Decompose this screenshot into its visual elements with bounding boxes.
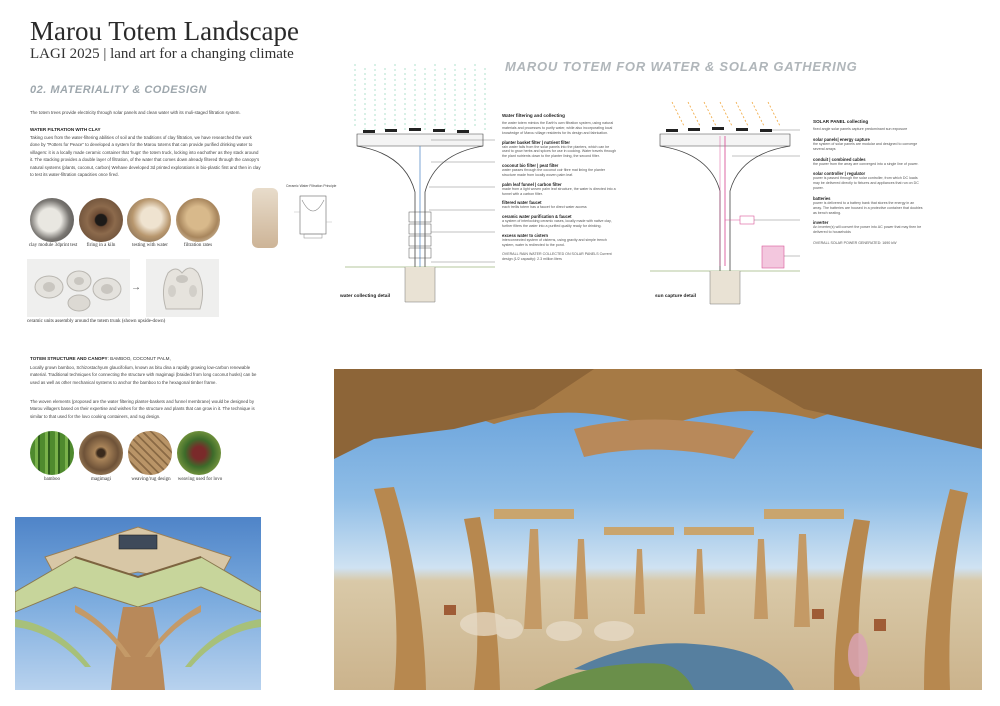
clay-caption-1: clay module 3dprint test bbox=[28, 243, 78, 248]
structure-body-1: Locally grown bamboo, Schizostachyum gla… bbox=[30, 365, 257, 385]
clay-caption-4: filtration rates bbox=[183, 243, 213, 248]
water-note-item-1: planter basket filter | nutrient filter … bbox=[502, 140, 617, 160]
ceramic-caption: ceramic units assembly around the totem … bbox=[27, 319, 166, 324]
solar-note-item-2: conduit | combined cables the power from… bbox=[813, 157, 923, 167]
clay-photo-row: clay module 3dprint test firing in a kil… bbox=[29, 198, 225, 253]
filter-diagram-label: Ceramic Water Filtration Principle bbox=[286, 184, 337, 188]
clay-caption-3: testing with water bbox=[132, 243, 168, 248]
board-subtitle: LAGI 2025 | land art for a changing clim… bbox=[30, 46, 294, 62]
solar-notes: SOLAR PANEL collecting fixed angle solar… bbox=[813, 119, 923, 246]
solar-note-item-5: inverter An inverter(s) will convert the… bbox=[813, 220, 923, 235]
weaving-rug-photo bbox=[128, 431, 172, 475]
water-note-heading-1: planter basket filter | nutrient filter bbox=[502, 139, 570, 145]
water-note-text-3: made from a light woven palm leaf struct… bbox=[502, 186, 616, 196]
material-caption-2: magimagi bbox=[91, 477, 111, 482]
solar-note-heading-1: solar panels| energy capture bbox=[813, 136, 870, 142]
clay-vessel-photo bbox=[252, 188, 278, 248]
solar-note-heading-3: solar controller | regulator bbox=[813, 171, 866, 177]
material-caption-3: weaving/rug design bbox=[131, 477, 171, 482]
water-note-item-2: coconut bio filter | peat filter water p… bbox=[502, 163, 617, 178]
sun-detail-label: sun capture detail bbox=[655, 294, 697, 299]
water-notes-intro: the water totem mimics the Earth's own f… bbox=[502, 121, 614, 135]
water-note-item-5: ceramic water purification & faucet a sy… bbox=[502, 214, 617, 229]
water-collecting-diagram bbox=[345, 62, 495, 307]
arrow-right-icon: → bbox=[131, 282, 141, 293]
solar-notes-total: OVERALL SOLAR POWER GENERATED: 1690 kW bbox=[813, 241, 897, 246]
water-detail-label: water collecting detail bbox=[340, 294, 391, 299]
structure-heading-rest: : BAMBOO, COCONUT PALM, bbox=[107, 356, 171, 361]
clay-photo-4 bbox=[176, 198, 220, 242]
water-note-heading-5: ceramic water purification & faucet bbox=[502, 214, 572, 220]
filter-sketch bbox=[294, 195, 332, 239]
intro-text: The totem trees provide electricity thro… bbox=[30, 110, 241, 115]
water-note-heading-4: filtered water faucet bbox=[502, 200, 542, 206]
water-body: Taking cues from the water-filtering abi… bbox=[30, 135, 261, 178]
solar-note-heading-2: conduit | combined cables bbox=[813, 156, 866, 162]
water-note-text-2: water passes through the coconut coir fi… bbox=[502, 168, 606, 177]
solar-note-text-1: the system of solar panels are modular a… bbox=[813, 141, 918, 151]
clay-photo-2 bbox=[79, 198, 123, 242]
structure-heading-line: TOTEM STRUCTURE AND CANOPY: BAMBOO, COCO… bbox=[30, 356, 171, 361]
filter-principle-diagram: Ceramic Water Filtration Principle bbox=[252, 184, 340, 254]
solar-note-heading-5: inverter bbox=[813, 220, 829, 226]
solar-note-item-1: solar panels| energy capture the system … bbox=[813, 137, 923, 152]
water-note-heading-2: coconut bio filter | peat filter bbox=[502, 163, 559, 169]
hero-title: MAROU TOTEM FOR WATER & SOLAR GATHERING bbox=[505, 59, 858, 74]
sun-capture-diagram bbox=[650, 96, 800, 306]
solar-note-text-3: power is passed through the solar contro… bbox=[813, 176, 919, 191]
water-note-item-3: palm leaf funnel | carbon filter made fr… bbox=[502, 182, 617, 197]
water-note-heading-3: palm leaf funnel | carbon filter bbox=[502, 181, 562, 187]
solar-note-text-4: power is delivered to a battery bank tha… bbox=[813, 200, 923, 215]
canopy-interior-render bbox=[334, 369, 982, 690]
material-caption-1: bamboo bbox=[43, 477, 61, 482]
solar-notes-title: SOLAR PANEL collecting bbox=[813, 119, 869, 124]
water-note-text-5: a system of interlocking ceramic vases, … bbox=[502, 219, 612, 229]
water-note-text-4: each trellis totem has a faucet for dire… bbox=[502, 205, 587, 210]
solar-note-heading-4: batteries bbox=[813, 195, 831, 201]
water-notes-total: OVERALL RAIN WATER COLLECTED ON SOLAR PA… bbox=[502, 251, 612, 261]
solar-notes-intro: fixed angle solar panels capture predomi… bbox=[813, 127, 908, 131]
canopy-underside-render bbox=[15, 517, 261, 690]
structure-heading: TOTEM STRUCTURE AND CANOPY bbox=[30, 356, 108, 361]
water-note-item-4: filtered water faucet each trellis totem… bbox=[502, 200, 617, 210]
clay-caption-2: firing in a kiln bbox=[86, 243, 116, 248]
solar-note-text-2: the power from the array are converged i… bbox=[813, 161, 919, 166]
water-note-text-1: rain water falls from the solar panels i… bbox=[502, 144, 617, 159]
material-photo-row: bamboo magimagi weaving/rug design weavi… bbox=[30, 431, 230, 486]
water-note-item-6: excess water to cistern interconnected s… bbox=[502, 233, 617, 248]
weaving-lovo-photo bbox=[177, 431, 221, 475]
solar-note-item-4: batteries power is delivered to a batter… bbox=[813, 196, 923, 216]
clay-photo-3 bbox=[127, 198, 171, 242]
solar-note-item-3: solar controller | regulator power is pa… bbox=[813, 171, 923, 191]
magimagi-photo bbox=[79, 431, 123, 475]
water-notes-title: Water filtering and collecting bbox=[502, 113, 565, 118]
ceramic-render-1 bbox=[27, 259, 130, 317]
solar-note-text-5: An inverter(s) will convert the power in… bbox=[813, 225, 922, 235]
clay-photo-1 bbox=[30, 198, 74, 242]
bamboo-photo bbox=[30, 431, 74, 475]
ceramic-render-2 bbox=[146, 259, 219, 317]
structure-body-2: The woven elements (proposed are the wat… bbox=[30, 399, 255, 419]
water-note-text-6: interconnected system of cisterns, using… bbox=[502, 237, 607, 247]
board-title: Marou Totem Landscape bbox=[30, 16, 300, 46]
material-caption-4: weaving used for lovo bbox=[177, 477, 223, 482]
water-heading: WATER FILTRATION WITH CLAY bbox=[30, 127, 101, 132]
water-notes: Water filtering and collecting the water… bbox=[502, 113, 617, 261]
section-title: 02. MATERIALITY & CODESIGN bbox=[30, 84, 208, 96]
water-note-heading-6: excess water to cistern bbox=[502, 232, 549, 238]
